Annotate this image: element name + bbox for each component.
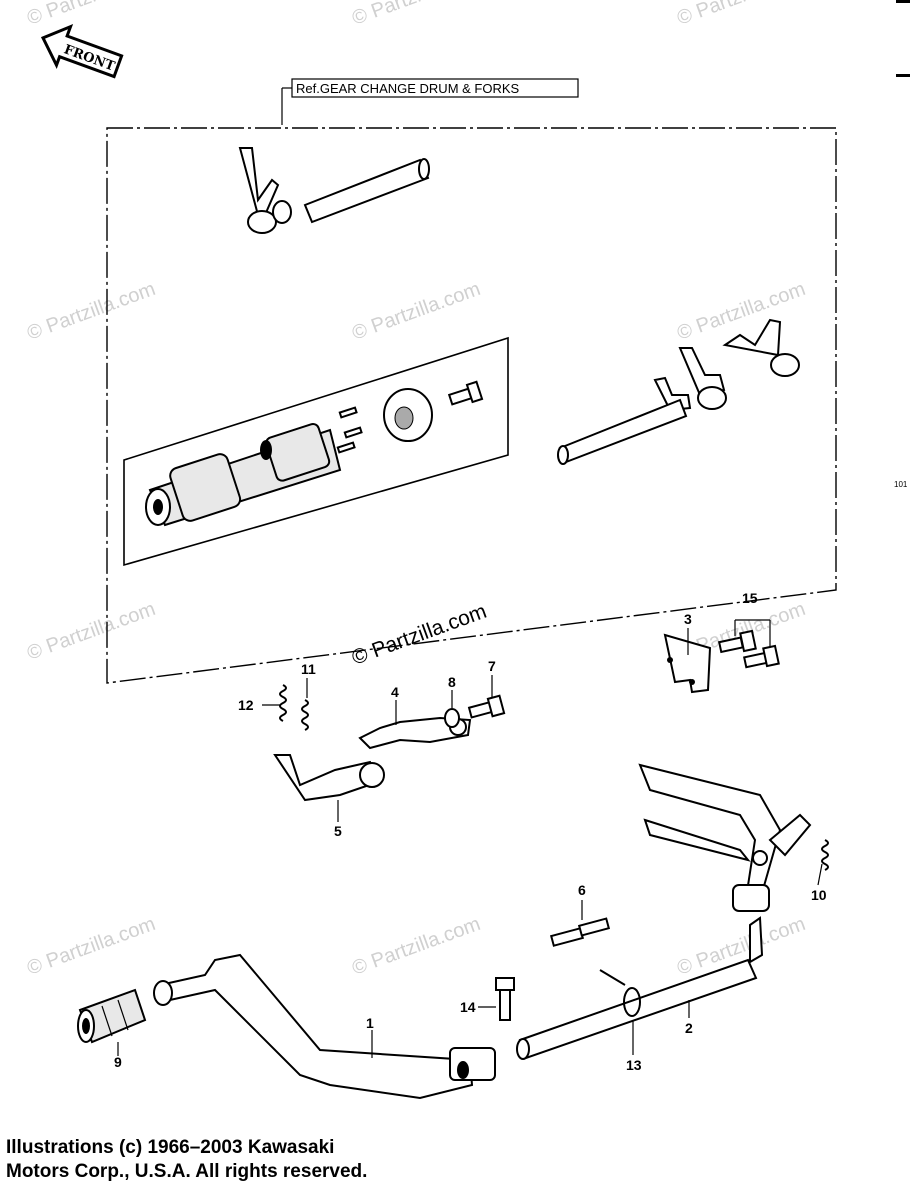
gear-change-drum-assembly	[123, 147, 800, 567]
callout-1: 1	[366, 1015, 374, 1031]
part-9-rubber	[77, 988, 147, 1056]
part-5-arm	[273, 754, 385, 822]
copyright-line: Motors Corp., U.S.A. All rights reserved…	[6, 1161, 368, 1182]
part-15-bolts	[717, 619, 780, 669]
part-7-bolt	[467, 675, 506, 719]
callout-8: 8	[448, 674, 456, 690]
part-4-lever	[358, 700, 472, 750]
watermark: © Partzilla.com	[24, 278, 158, 345]
callout-5: 5	[334, 823, 342, 839]
callout-12: 12	[238, 697, 254, 713]
watermark: © Partzilla.com	[24, 598, 158, 665]
front-arrow-icon: FRONT	[40, 23, 124, 79]
callout-14: 14	[460, 999, 476, 1015]
part-2-shift-shaft	[516, 763, 812, 1060]
watermark: © Partzilla.com	[349, 0, 483, 30]
ref-label: Ref.GEAR CHANGE DRUM & FORKS	[296, 81, 520, 96]
watermark: © Partzilla.com	[674, 0, 808, 30]
callout-13: 13	[626, 1057, 642, 1073]
part-13-circlip	[599, 969, 641, 1055]
ref-box: Ref.GEAR CHANGE DRUM & FORKS	[106, 78, 837, 684]
watermark: © Partzilla.com	[24, 913, 158, 980]
part-6-stud	[549, 900, 611, 947]
part-14-bolt	[478, 977, 515, 1021]
center-watermark: © Partzilla.com	[349, 600, 490, 670]
watermark: © Partzilla.com	[349, 278, 483, 345]
watermark: © Partzilla.com	[349, 913, 483, 980]
callout-6: 6	[578, 882, 586, 898]
side-code: 101	[894, 480, 908, 489]
callout-3: 3	[684, 611, 692, 627]
callout-9: 9	[114, 1054, 122, 1070]
part-8-washer	[444, 690, 460, 728]
edge-mark	[896, 74, 910, 77]
copyright-line: Illustrations (c) 1966–2003 Kawasaki	[6, 1137, 335, 1158]
part-10-spring	[817, 839, 829, 886]
part-3-plate	[663, 628, 712, 694]
callout-2: 2	[685, 1020, 693, 1036]
callouts: 1 2 3 4 5 6 7 8 9 10 11 12 13 14 15	[114, 590, 827, 1073]
copyright-notice: Illustrations (c) 1966–2003 Kawasaki Mot…	[6, 1136, 606, 1184]
callout-7: 7	[488, 658, 496, 674]
callout-11: 11	[301, 661, 316, 677]
watermark: © Partzilla.com	[24, 0, 158, 30]
callout-4: 4	[391, 684, 399, 700]
part-12-spring	[262, 684, 287, 722]
edge-mark	[896, 0, 910, 3]
part-11-spring	[301, 678, 309, 731]
callout-10: 10	[811, 887, 827, 903]
part-1-pedal	[153, 953, 496, 1100]
callout-15: 15	[742, 590, 758, 606]
